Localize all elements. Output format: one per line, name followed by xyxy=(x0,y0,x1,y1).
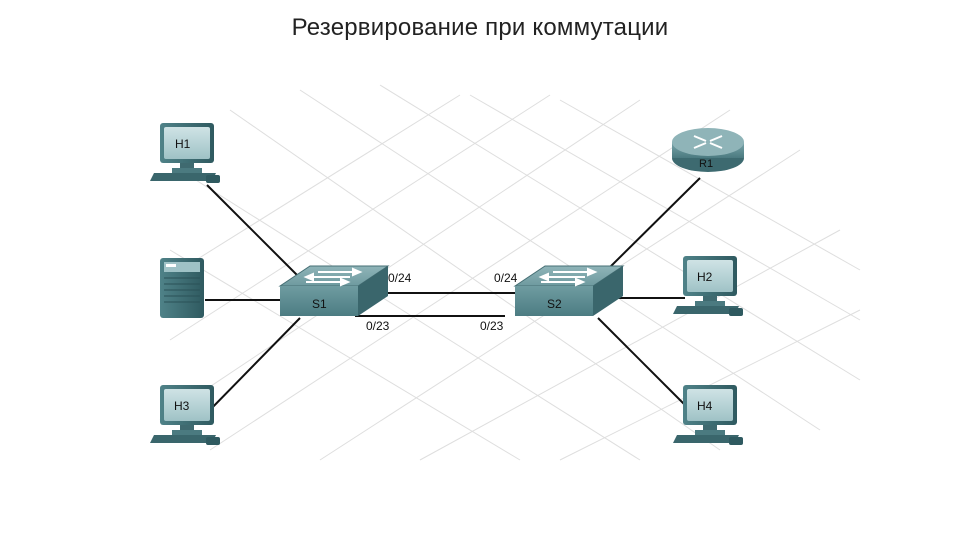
pc-h2-label: H2 xyxy=(697,270,713,284)
pc-h1-label: H1 xyxy=(175,137,191,151)
slide-title: Резервирование при коммутации xyxy=(291,14,669,41)
port-label-s2-0-23: 0/23 xyxy=(480,319,504,333)
switch-s1[interactable]: S1 xyxy=(278,265,390,316)
router-r1-label: R1 xyxy=(699,158,713,170)
link-h1-s1 xyxy=(206,184,301,279)
pc-h4[interactable]: H4 xyxy=(673,385,743,445)
pc-h3-label: H3 xyxy=(174,399,190,413)
switch-s1-label: S1 xyxy=(312,297,327,311)
router-r1[interactable]: R1 xyxy=(672,128,744,172)
link-r1-s2 xyxy=(604,177,701,273)
pc-h1[interactable]: H1 xyxy=(150,123,220,183)
pc-h2[interactable]: H2 xyxy=(673,256,743,316)
link-s2-h4 xyxy=(597,317,686,406)
switch-s2-arrows-icon xyxy=(538,267,598,287)
router-arrows-icon xyxy=(693,135,723,149)
port-label-s2-0-24: 0/24 xyxy=(494,271,518,285)
switch-s2[interactable]: S2 xyxy=(513,265,625,316)
server[interactable] xyxy=(160,258,204,318)
switch-s1-arrows-icon xyxy=(303,267,363,287)
pc-h3[interactable]: H3 xyxy=(150,385,220,445)
switch-s2-label: S2 xyxy=(547,297,562,311)
port-label-s1-0-23: 0/23 xyxy=(366,319,390,333)
links xyxy=(204,177,701,416)
pc-h4-label: H4 xyxy=(697,399,713,413)
link-h3-s1 xyxy=(204,317,301,416)
port-label-s1-0-24: 0/24 xyxy=(388,271,412,285)
